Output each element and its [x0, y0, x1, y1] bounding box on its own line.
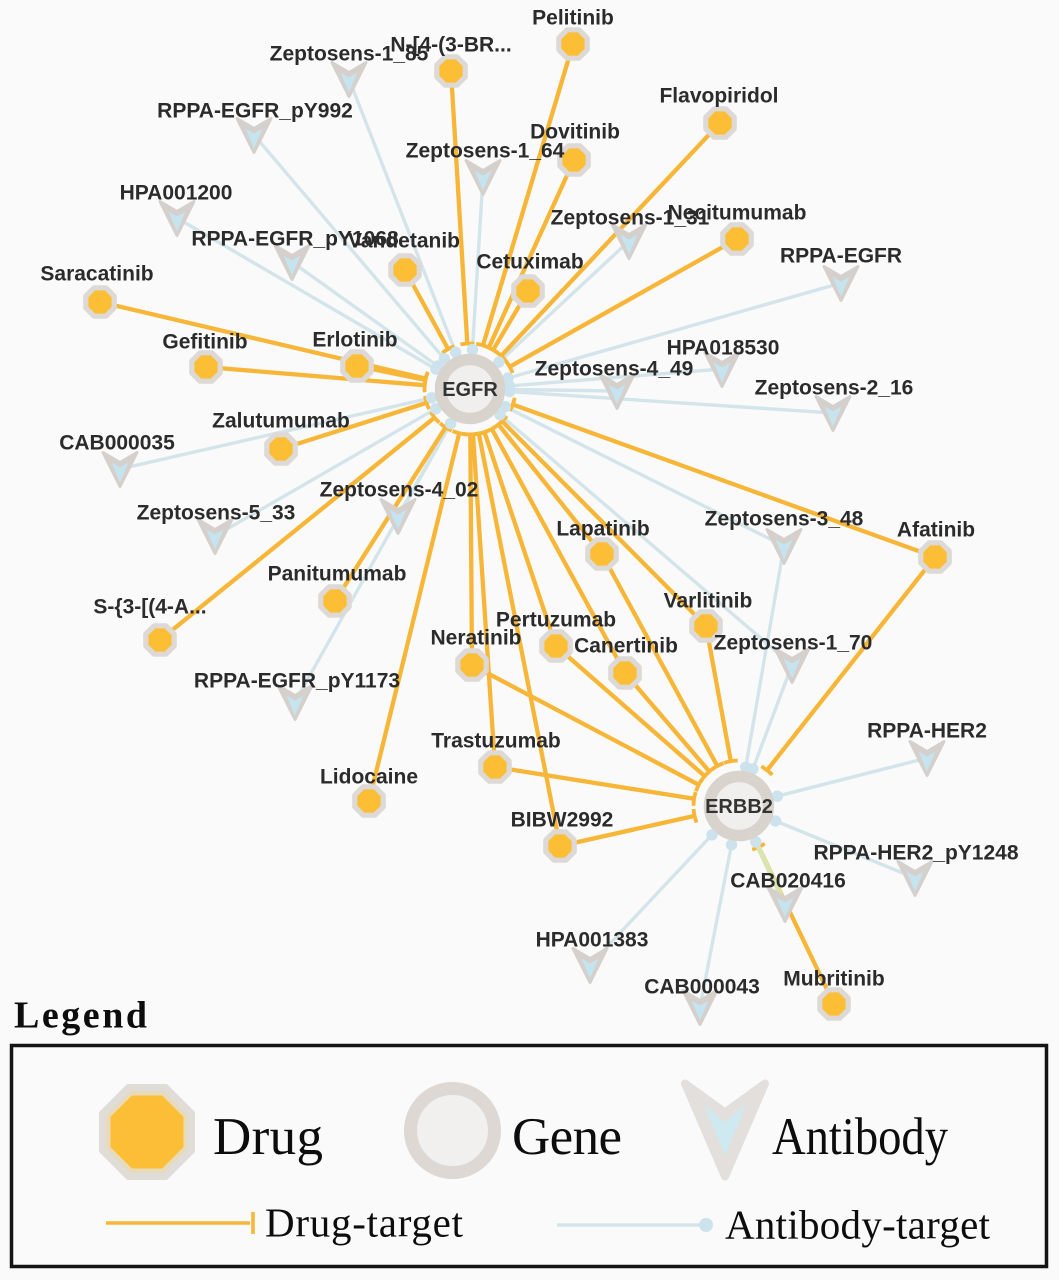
svg-text:Lapatinib: Lapatinib	[556, 518, 649, 541]
svg-text:CAB000043: CAB000043	[644, 976, 760, 999]
svg-text:N-[4-(3-BR...: N-[4-(3-BR...	[390, 34, 511, 57]
svg-text:Pelitinib: Pelitinib	[532, 7, 614, 30]
svg-text:Zeptosens-3_48: Zeptosens-3_48	[705, 508, 864, 531]
svg-text:RPPA-EGFR_pY992: RPPA-EGFR_pY992	[157, 100, 353, 123]
svg-text:Trastuzumab: Trastuzumab	[431, 730, 561, 753]
svg-text:Gene: Gene	[512, 1108, 622, 1166]
svg-text:Canertinib: Canertinib	[574, 635, 678, 658]
svg-text:Pertuzumab: Pertuzumab	[496, 609, 616, 632]
svg-text:EGFR: EGFR	[442, 379, 498, 401]
svg-text:RPPA-HER2_pY1248: RPPA-HER2_pY1248	[813, 842, 1018, 865]
svg-text:Saracatinib: Saracatinib	[40, 263, 153, 286]
svg-text:CAB020416: CAB020416	[730, 870, 846, 893]
svg-text:Zeptosens-4_02: Zeptosens-4_02	[320, 479, 479, 502]
svg-text:Necitumumab: Necitumumab	[668, 202, 807, 225]
svg-text:BIBW2992: BIBW2992	[511, 809, 614, 832]
svg-text:Afatinib: Afatinib	[897, 519, 975, 542]
svg-text:Zeptosens-4_49: Zeptosens-4_49	[535, 358, 694, 381]
svg-text:HPA001200: HPA001200	[120, 182, 233, 205]
svg-text:RPPA-HER2: RPPA-HER2	[867, 720, 987, 743]
svg-text:Vandetanib: Vandetanib	[348, 230, 460, 253]
svg-text:Zeptosens-2_16: Zeptosens-2_16	[755, 377, 914, 400]
svg-text:Varlitinib: Varlitinib	[664, 590, 753, 613]
svg-text:HPA001383: HPA001383	[536, 929, 649, 952]
svg-text:Antibody-target: Antibody-target	[725, 1202, 991, 1248]
svg-text:Dovitinib: Dovitinib	[530, 121, 620, 144]
svg-text:Zeptosens-1_85: Zeptosens-1_85	[270, 43, 429, 66]
svg-text:Antibody: Antibody	[772, 1108, 948, 1166]
svg-text:Drug: Drug	[213, 1108, 323, 1166]
svg-text:RPPA-EGFR: RPPA-EGFR	[780, 245, 902, 268]
svg-text:HPA018530: HPA018530	[667, 337, 780, 360]
svg-text:Zeptosens-1_31: Zeptosens-1_31	[551, 207, 710, 230]
svg-text:Cetuximab: Cetuximab	[476, 251, 583, 274]
svg-text:RPPA-EGFR_pY1068: RPPA-EGFR_pY1068	[191, 228, 399, 251]
svg-text:Lidocaine: Lidocaine	[320, 766, 418, 789]
svg-text:ERBB2: ERBB2	[705, 796, 773, 818]
svg-text:Zeptosens-5_33: Zeptosens-5_33	[137, 502, 296, 525]
svg-text:S-{3-[(4-A...: S-{3-[(4-A...	[93, 596, 206, 619]
svg-text:Zeptosens-1_70: Zeptosens-1_70	[714, 632, 873, 655]
svg-text:CAB000035: CAB000035	[59, 432, 175, 455]
svg-text:RPPA-EGFR_pY1173: RPPA-EGFR_pY1173	[194, 670, 400, 693]
svg-text:Mubritinib: Mubritinib	[783, 968, 884, 991]
svg-text:Panitumumab: Panitumumab	[268, 563, 407, 586]
svg-text:Flavopiridol: Flavopiridol	[659, 85, 778, 108]
svg-text:Erlotinib: Erlotinib	[312, 329, 397, 352]
svg-text:Drug-target: Drug-target	[265, 1200, 464, 1246]
svg-text:Zeptosens-1_64: Zeptosens-1_64	[406, 140, 565, 163]
svg-text:Zalutumumab: Zalutumumab	[212, 410, 350, 433]
svg-text:Gefitinib: Gefitinib	[162, 331, 247, 354]
svg-text:Neratinib: Neratinib	[430, 627, 521, 650]
